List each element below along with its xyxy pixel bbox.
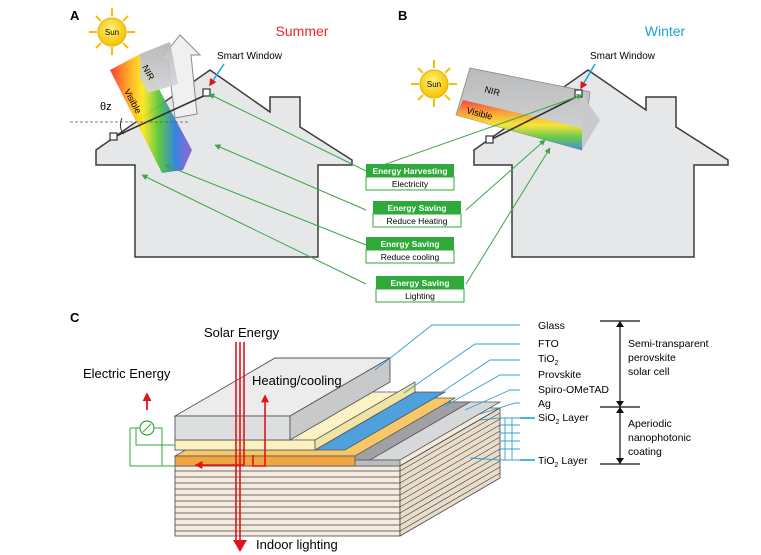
sun-a: Sun xyxy=(89,8,135,55)
smart-window-a xyxy=(113,93,209,138)
panel-c-letter: C xyxy=(70,310,80,325)
bracket-top-line-3: solar cell xyxy=(628,366,669,378)
energy-connectors xyxy=(141,93,583,285)
bracket-bottom-line-2: nanophotonic xyxy=(628,432,691,444)
badge-title: Energy Saving xyxy=(387,203,446,213)
electric-energy-label: Electric Energy xyxy=(83,366,171,381)
badge-reduce-cooling: Energy Saving Reduce cooling xyxy=(365,237,455,264)
indoor-lighting-arrowhead xyxy=(233,540,247,552)
badge-title: Energy Harvesting xyxy=(372,166,447,176)
winter-label: Winter xyxy=(645,23,686,39)
bracket-bottom-line-3: coating xyxy=(628,446,662,458)
label-perovskite: Provskite xyxy=(538,369,581,381)
heating-cooling-label: Heating/cooling xyxy=(252,373,342,388)
nir-label-b: NIR xyxy=(483,84,501,98)
indoor-lighting-label: Indoor lighting xyxy=(256,537,338,552)
badge-subtitle: Reduce Heating xyxy=(387,216,448,226)
leader-lines xyxy=(374,324,535,461)
label-glass: Glass xyxy=(538,320,565,332)
badge-title: Energy Saving xyxy=(380,239,439,249)
sun-label-b: Sun xyxy=(427,80,441,89)
theta-z-label: θz xyxy=(100,101,112,113)
layer-glass xyxy=(173,357,392,441)
panel-a: A Summer NIR Visible θz Sun xyxy=(70,8,353,258)
label-tio2-layer: TiO2 Layer xyxy=(538,455,588,469)
label-tio2: TiO2 xyxy=(538,353,559,367)
panel-a-letter: A xyxy=(70,8,80,23)
badge-energy-harvesting: Energy Harvesting Electricity xyxy=(365,164,455,191)
label-fto: FTO xyxy=(538,338,559,350)
visible-beam-a xyxy=(110,54,192,173)
smart-window-label-b: Smart Window xyxy=(590,51,656,62)
panel-b-letter: B xyxy=(398,8,407,23)
solar-energy-label: Solar Energy xyxy=(204,325,280,340)
heating-cooling-arrow xyxy=(252,394,269,467)
circuit xyxy=(129,427,175,467)
sun-label-a: Sun xyxy=(105,28,119,37)
smart-window-b xyxy=(489,94,581,141)
badge-reduce-heating: Energy Saving Reduce Heating xyxy=(372,201,462,228)
badge-subtitle: Lighting xyxy=(405,291,435,301)
panel-c: C xyxy=(70,310,709,552)
solar-energy-arrow xyxy=(235,342,245,540)
bracket-bottom-line-1: Aperiodic xyxy=(628,418,672,430)
label-spiro: Spiro-OMeTAD xyxy=(538,384,609,396)
layer-labels: Glass FTO TiO2 Provskite Spiro-OMeTAD Ag… xyxy=(538,320,609,469)
badge-subtitle: Reduce cooling xyxy=(381,252,440,262)
badge-subtitle: Electricity xyxy=(392,179,429,189)
label-sio2-layer: SiO2 Layer xyxy=(538,412,589,426)
badge-lighting: Energy Saving Lighting xyxy=(375,276,465,303)
electric-current-arrow xyxy=(194,455,245,469)
bracket-labels: Semi-transparent perovskite solar cell A… xyxy=(628,338,709,458)
summer-label: Summer xyxy=(276,23,329,39)
bracket-top-line-2: perovskite xyxy=(628,352,676,364)
panel-b: B Winter NIR Visible Sun Smart Window xyxy=(398,8,729,258)
badge-title: Energy Saving xyxy=(390,278,449,288)
bracket-top-line-1: Semi-transparent xyxy=(628,338,709,350)
label-ag: Ag xyxy=(538,398,551,410)
smart-window-label-a: Smart Window xyxy=(217,51,283,62)
sun-b: Sun xyxy=(411,60,457,107)
